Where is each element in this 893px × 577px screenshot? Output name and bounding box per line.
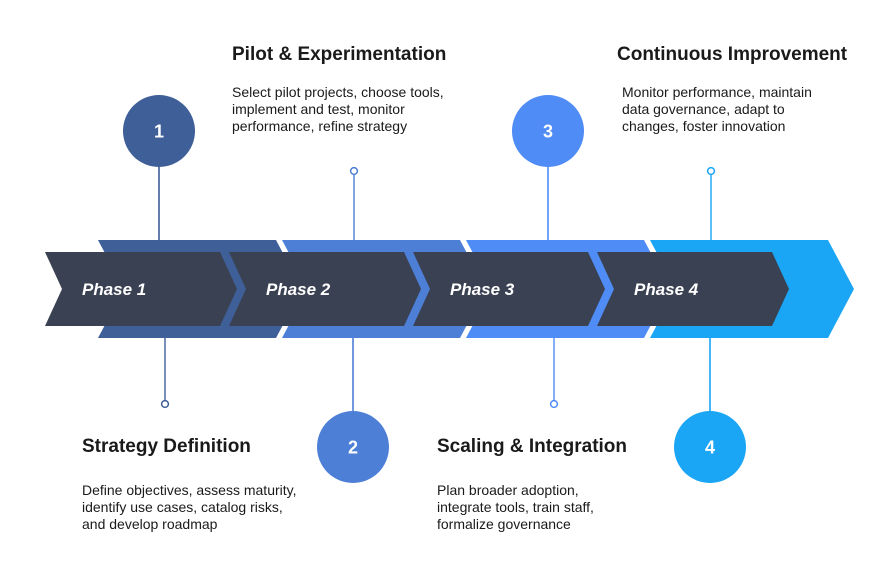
phase-3-arrow [413,252,605,326]
phase-2-connector-dot [349,166,359,176]
phase-4-arrow [597,252,789,326]
phase-3-connector-dot [549,399,559,409]
phase-1-description: Define objectives, assess maturity, iden… [82,482,297,532]
phase-3-number: 3 [543,122,553,142]
phase-1-arrow [45,252,237,326]
phase-3-description: Plan broader adoption, integrate tools, … [437,482,594,532]
phase-4-number-badge [674,411,746,483]
phase-4-connector-dot [706,166,716,176]
phase-1-connector-dot [160,399,170,409]
phase-1-title: Strategy Definition [82,436,251,457]
phase-2-number-badge [317,411,389,483]
phase-2-description: Select pilot projects, choose tools, imp… [232,84,444,134]
phase-2-number: 2 [348,438,358,458]
phase-2-arrow [229,252,421,326]
phase-4-title: Continuous Improvement [617,44,848,65]
phase-3-label: Phase 3 [450,280,515,299]
phase-4-number: 4 [705,438,715,458]
phase-1-number: 1 [154,122,164,142]
phase-4-label: Phase 4 [634,280,699,299]
phase-2-label: Phase 2 [266,280,331,299]
phase-4-description: Monitor performance, maintain data gover… [622,84,812,134]
phase-1-number-badge [123,95,195,167]
phase-2-title: Pilot & Experimentation [232,44,447,65]
phase-3-title: Scaling & Integration [437,436,628,457]
phase-1-label: Phase 1 [82,280,146,299]
phase-3-number-badge [512,95,584,167]
